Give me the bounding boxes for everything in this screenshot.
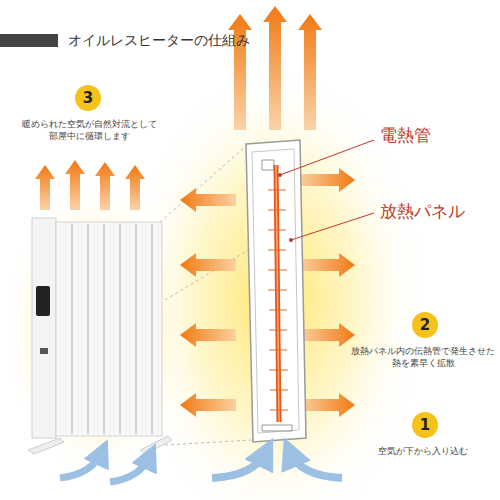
callout-text: 空気が下から入り込む bbox=[349, 445, 497, 457]
cool-air-arrow bbox=[290, 452, 342, 478]
heat-arrow bbox=[298, 14, 322, 130]
callout-text: 放熱パネル内の伝熱管で発生させた熱を素早く拡散 bbox=[349, 345, 497, 369]
cool-air-arrow bbox=[60, 452, 102, 478]
callout-number-text: 2 bbox=[420, 318, 430, 333]
callout-number: 3 bbox=[75, 85, 101, 111]
callout-number-text: 3 bbox=[83, 91, 93, 106]
leader-dot bbox=[289, 238, 293, 242]
heat-glow bbox=[3, 180, 193, 480]
heat-arrow bbox=[299, 393, 355, 417]
callout-text: 暖められた空気が自然対流として部屋中に循環します bbox=[22, 118, 157, 142]
leader-dot bbox=[278, 173, 282, 177]
callout-number: 1 bbox=[412, 412, 438, 438]
heat-arrow bbox=[263, 6, 287, 130]
heat-arrow bbox=[299, 323, 355, 347]
title-bar bbox=[0, 34, 58, 47]
callout-number-text: 1 bbox=[420, 418, 430, 433]
heat-arrow bbox=[299, 168, 355, 192]
heat-arrow bbox=[180, 393, 236, 417]
heat-arrow bbox=[180, 188, 236, 212]
leader-line bbox=[291, 213, 374, 240]
leader-line bbox=[280, 140, 374, 175]
guide-line bbox=[165, 440, 253, 445]
cool-air-arrow bbox=[212, 452, 266, 478]
heat-arrow bbox=[95, 162, 115, 210]
radiator-panel bbox=[246, 140, 306, 442]
heater-body bbox=[28, 218, 172, 454]
heat-arrow bbox=[228, 14, 252, 130]
heat-arrow bbox=[299, 253, 355, 277]
guide-line bbox=[160, 146, 246, 222]
heat-arrow bbox=[65, 160, 85, 210]
heat-arrow bbox=[180, 253, 236, 277]
heat-arrow bbox=[125, 165, 145, 210]
callout-number: 2 bbox=[412, 312, 438, 338]
heating-tube bbox=[276, 165, 279, 422]
cool-air-arrow bbox=[110, 456, 150, 482]
part-name: 電熱管 bbox=[380, 124, 490, 147]
guide-line bbox=[165, 250, 248, 300]
title: オイルレスヒーターの仕組み bbox=[68, 31, 250, 50]
part-name: 放熱パネル bbox=[380, 200, 495, 223]
heat-arrow bbox=[35, 165, 55, 210]
heat-arrow bbox=[180, 323, 236, 347]
